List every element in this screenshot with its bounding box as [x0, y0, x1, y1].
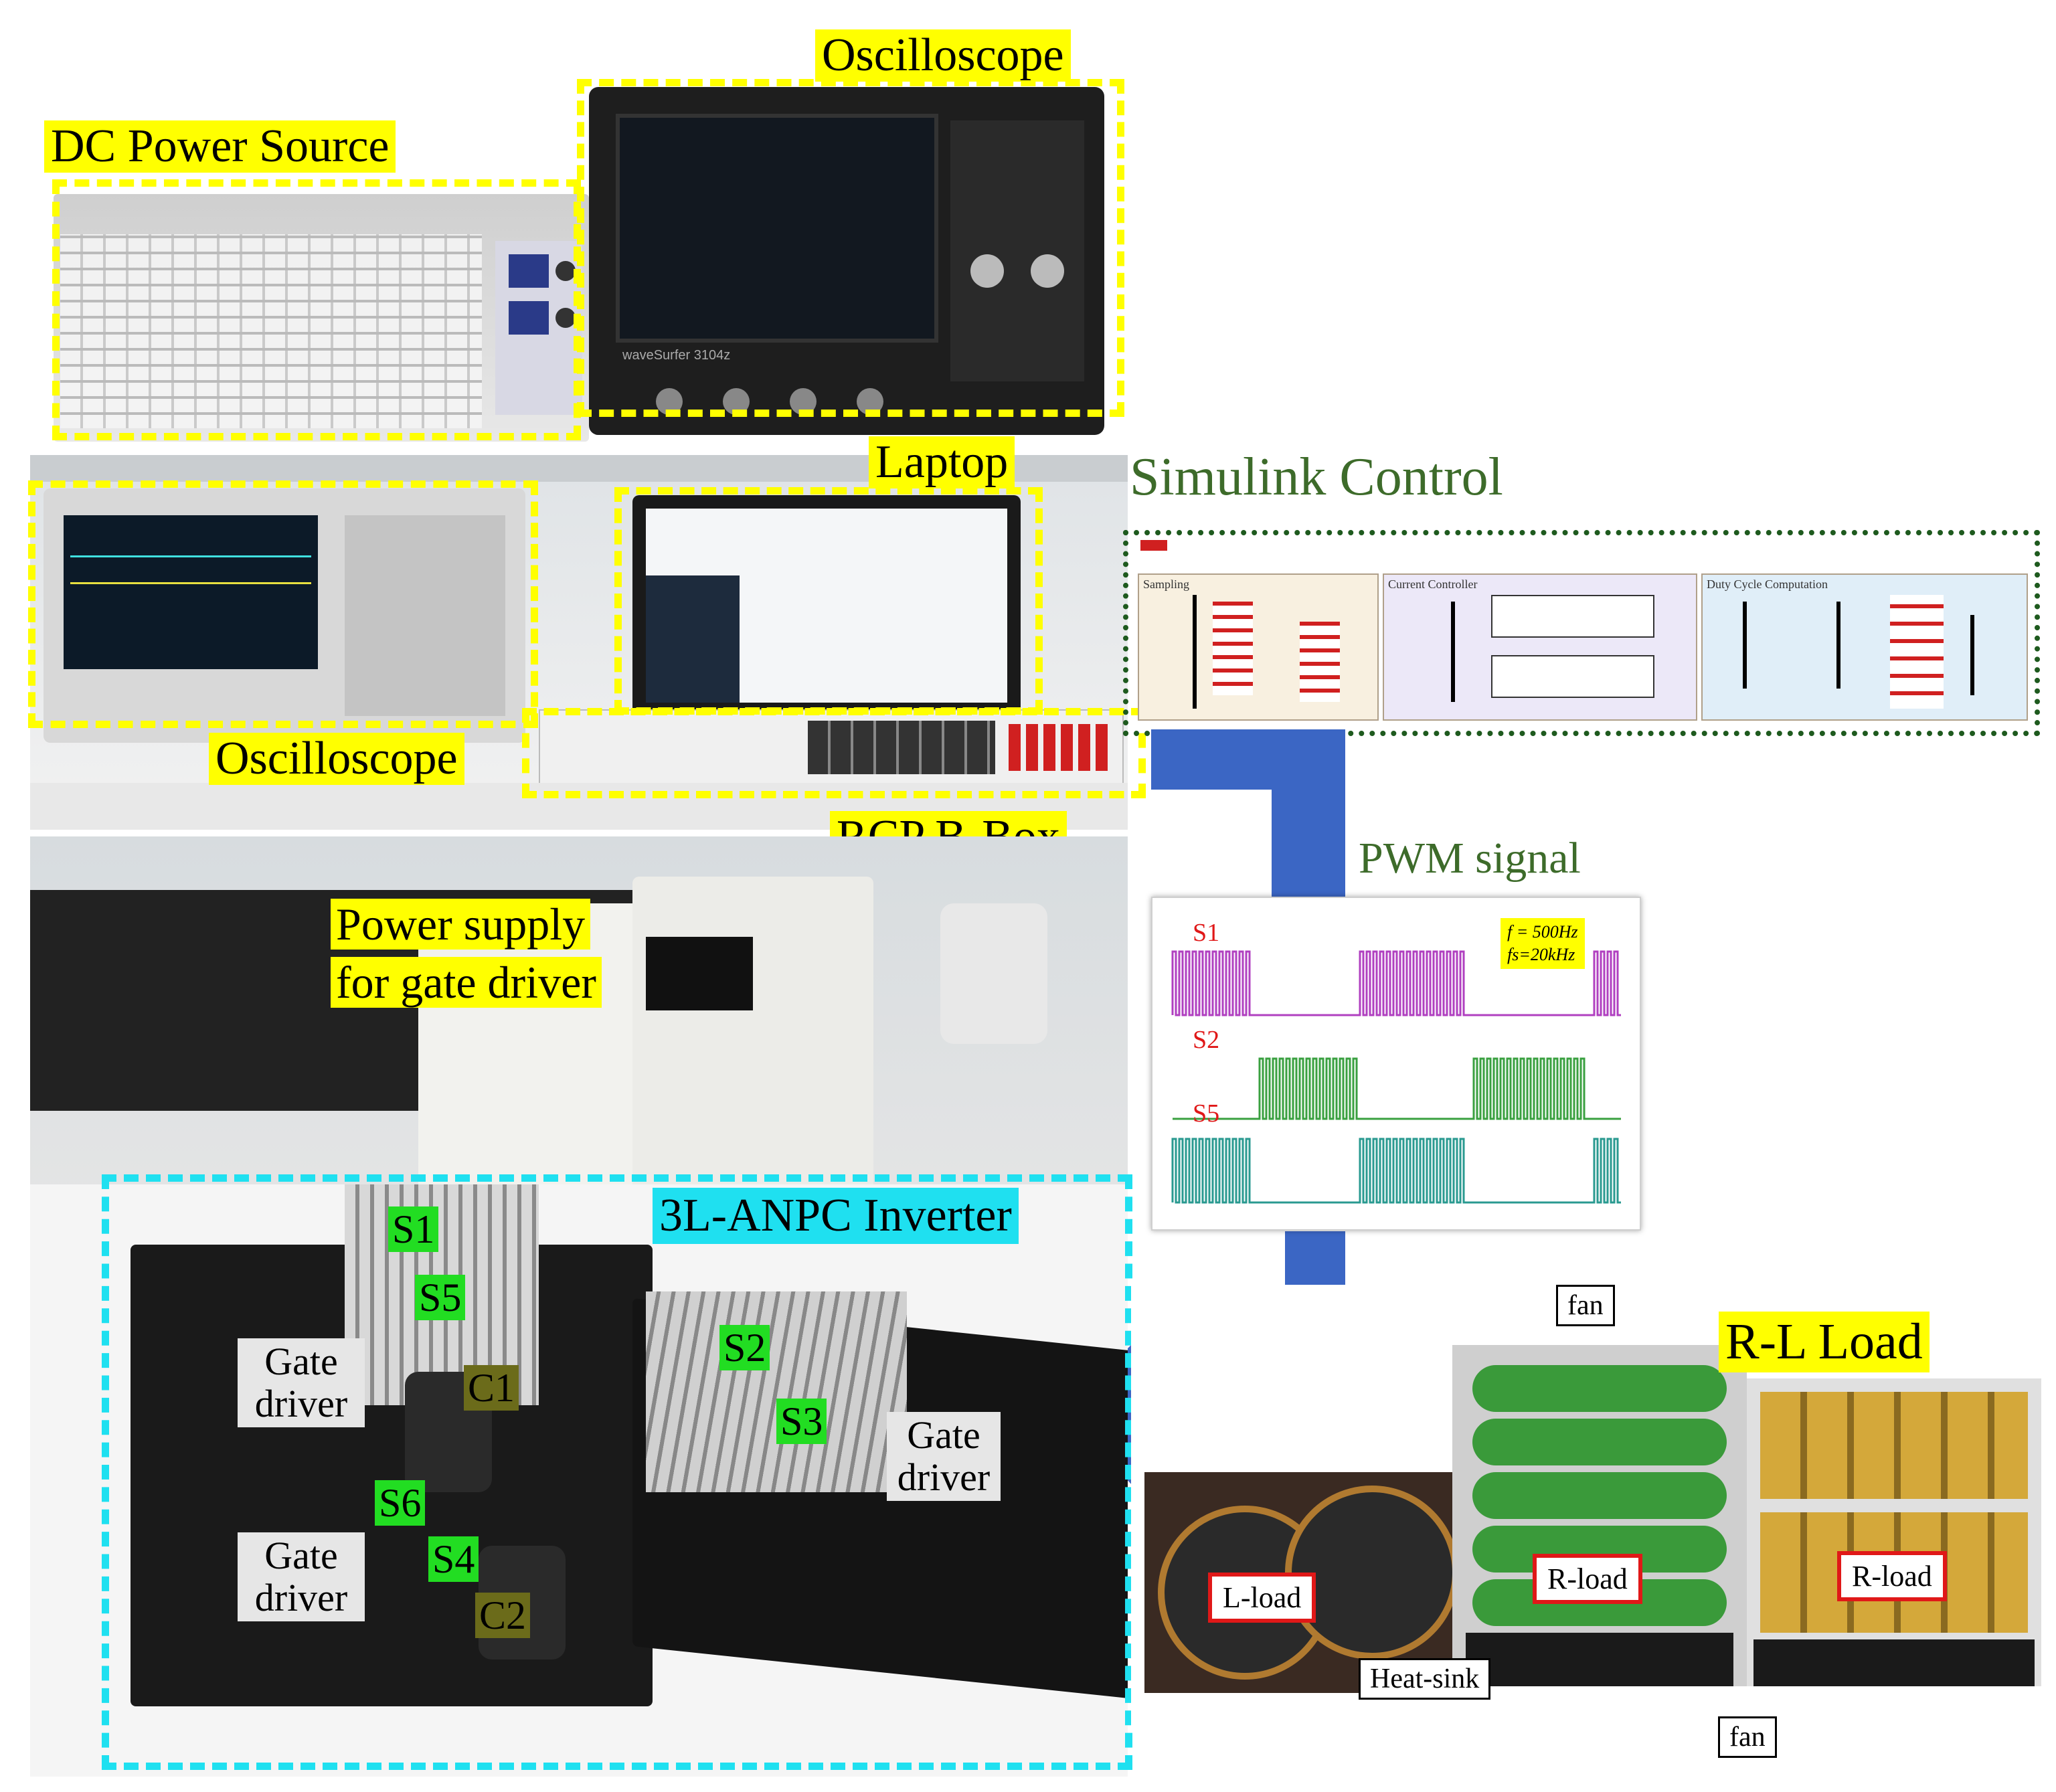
switch-s1-label: S1	[388, 1206, 439, 1252]
switch-s4-label: S4	[428, 1536, 479, 1582]
pwm-fs-text: fs=20kHz	[1507, 944, 1575, 964]
sampling-block: Sampling	[1138, 573, 1379, 721]
pwm-s2-label: S2	[1193, 1026, 1220, 1054]
pwm-s5-label: S5	[1193, 1099, 1220, 1128]
switch-s6-label: S6	[375, 1480, 426, 1526]
pwm-f-text: f = 500Hz	[1507, 922, 1578, 942]
switch-s2-label: S2	[719, 1325, 770, 1370]
pwm-waveform-panel: S1 S2 S5 f = 500Hz fs=20kHz	[1151, 897, 1641, 1231]
current-controller-block: Current Controller	[1383, 573, 1697, 721]
switch-s5-label: S5	[415, 1275, 466, 1320]
rl-load-label: R-L Load	[1719, 1312, 1930, 1372]
pwm-s2-trace	[1173, 1057, 1621, 1120]
r-load-2-label: R-load	[1837, 1551, 1947, 1601]
oscilloscope-device: waveSurfer 3104z	[589, 87, 1104, 435]
pwm-s1-trace	[1171, 950, 1621, 1016]
dc-power-source-label: DC Power Source	[44, 120, 396, 173]
capacitor-c1-label: C1	[464, 1365, 519, 1411]
pwm-waveforms	[1171, 950, 1621, 1204]
laptop-label: Laptop	[869, 436, 1015, 488]
power-supply-text: Power supply for gate driver	[331, 899, 602, 1008]
fan-top-label: fan	[1556, 1285, 1615, 1326]
pwm-s1-label: S1	[1193, 919, 1220, 947]
oscilloscope-top-label: Oscilloscope	[815, 29, 1071, 82]
bench-oscilloscope-device	[44, 488, 525, 743]
fan-bottom-label: fan	[1718, 1716, 1777, 1758]
heat-sink-label: Heat-sink	[1359, 1658, 1491, 1700]
rcp-bbox-frame	[522, 708, 1146, 798]
gate-driver-3-label: Gate driver	[238, 1532, 365, 1622]
r-load-1-label: R-load	[1533, 1554, 1642, 1604]
oscilloscope-mid-frame	[28, 480, 538, 728]
simulink-control-frame	[1123, 530, 2040, 736]
sampling-title: Sampling	[1143, 577, 1190, 591]
middle-bench-photo	[30, 455, 1128, 830]
simulink-control-title: Simulink Control	[1130, 448, 1503, 507]
laptop-device	[632, 495, 1021, 729]
gate-driver-2-label: Gate driver	[887, 1412, 1001, 1502]
duty-cycle-title: Duty Cycle Computation	[1707, 577, 1828, 591]
rcp-bbox-device	[539, 709, 1124, 786]
oscilloscope-top-frame	[577, 79, 1124, 417]
pwm-frequency-box: f = 500Hz fs=20kHz	[1501, 918, 1585, 969]
power-supply-label: Power supply for gate driver	[331, 895, 618, 1012]
switch-s3-label: S3	[776, 1399, 827, 1444]
pwm-s5-trace	[1171, 1138, 1621, 1204]
current-controller-title: Current Controller	[1388, 577, 1478, 591]
oscilloscope-mid-label: Oscilloscope	[209, 733, 464, 785]
inverter-frame	[102, 1174, 1132, 1770]
pwm-signal-label: PWM signal	[1359, 834, 1581, 883]
capacitor-c2-label: C2	[475, 1593, 531, 1638]
gate-driver-1-label: Gate driver	[238, 1338, 365, 1428]
heatsink-right	[646, 1291, 907, 1492]
duty-cycle-block: Duty Cycle Computation	[1701, 573, 2028, 721]
scope-brand-text: waveSurfer 3104z	[622, 348, 731, 363]
inverter-label: 3L-ANPC Inverter	[653, 1188, 1019, 1244]
simulink-diagram: Sampling Current Controller Duty Cycle C…	[1138, 539, 2028, 726]
dc-power-source-device	[54, 194, 589, 442]
l-load-label: L-load	[1208, 1573, 1316, 1623]
